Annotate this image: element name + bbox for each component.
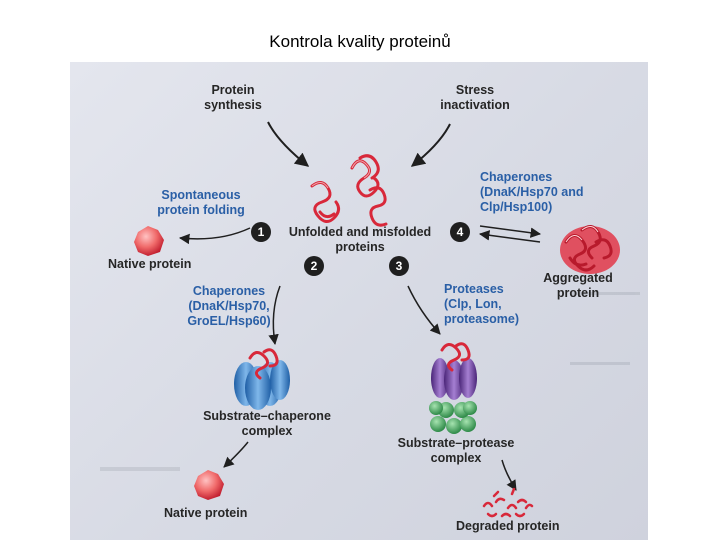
label-substrate-protease: Substrate–protease complex bbox=[386, 436, 526, 466]
arrow-to-native-bottom bbox=[224, 442, 248, 467]
diagram-graphics bbox=[70, 62, 648, 540]
step-2-marker: 2 bbox=[304, 256, 324, 276]
slide-title: Kontrola kvality proteinů bbox=[0, 32, 720, 52]
step-3-marker: 3 bbox=[389, 256, 409, 276]
label-spontaneous-folding: Spontaneous protein folding bbox=[146, 188, 256, 218]
protease-complex-graphic bbox=[429, 344, 477, 434]
label-protein-synthesis: Protein synthesis bbox=[188, 83, 278, 113]
label-aggregated-protein: Aggregated protein bbox=[538, 271, 618, 301]
arrow-to-protease bbox=[408, 286, 440, 334]
label-native-protein-left: Native protein bbox=[108, 257, 191, 272]
label-degraded-protein: Degraded protein bbox=[456, 519, 560, 534]
label-proteases: Proteases (Clp, Lon, proteasome) bbox=[444, 282, 519, 327]
unfolded-proteins-graphic bbox=[312, 156, 386, 225]
diagram-photo: 1 2 3 4 Protein synthesis Stress inactiv… bbox=[70, 62, 648, 540]
aggregated-protein-graphic bbox=[560, 226, 620, 274]
degraded-protein-graphic bbox=[484, 489, 532, 516]
native-protein-bottom-graphic bbox=[194, 470, 224, 500]
label-chaperones-right: Chaperones (DnaK/Hsp70 and Clp/Hsp100) bbox=[480, 170, 584, 215]
label-unfolded-misfolded: Unfolded and misfolded proteins bbox=[275, 225, 445, 255]
arrow-synthesis bbox=[268, 122, 308, 166]
native-protein-left-graphic bbox=[134, 226, 164, 256]
step-4-marker: 4 bbox=[450, 222, 470, 242]
arrow-from-aggregate bbox=[480, 234, 540, 242]
arrow-native-left bbox=[180, 228, 250, 239]
step-1-marker: 1 bbox=[251, 222, 271, 242]
label-stress-inactivation: Stress inactivation bbox=[420, 83, 530, 113]
label-substrate-chaperone: Substrate–chaperone complex bbox=[192, 409, 342, 439]
chaperone-complex-graphic bbox=[234, 350, 290, 410]
label-chaperones-left: Chaperones (DnaK/Hsp70, GroEL/Hsp60) bbox=[174, 284, 284, 329]
label-native-protein-bottom: Native protein bbox=[164, 506, 247, 521]
arrow-to-aggregate bbox=[480, 226, 540, 234]
arrow-stress bbox=[412, 124, 450, 166]
